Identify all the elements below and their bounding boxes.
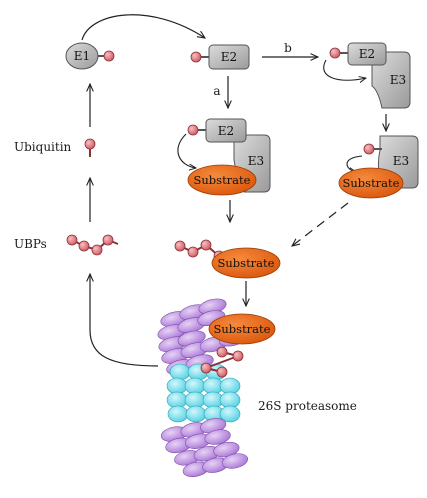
ubiquitin-on-e2-icon — [190, 51, 202, 63]
e3-label-right-top: E3 — [390, 73, 406, 87]
e3-substrate-complex-right: E3 Substrate — [338, 135, 419, 199]
arrow-e1-to-e2 — [81, 14, 205, 41]
free-ubiquitin — [84, 138, 96, 157]
substrate-in-proteasome — [208, 313, 276, 345]
substrate-label-proteasome: Substrate — [214, 322, 271, 336]
substrate-right — [338, 167, 404, 199]
path-b-label: b — [284, 41, 292, 55]
substrate-label-middle: Substrate — [194, 173, 251, 187]
path-a-label: a — [213, 84, 220, 98]
polyubiquitinated-substrate: Substrate — [174, 239, 281, 279]
ubiquitin-label: Ubiquitin — [14, 140, 72, 154]
e2-label-middle: E2 — [218, 124, 234, 138]
e2-enzyme-top: E2 — [190, 44, 250, 70]
ubiquitin-on-e1-icon — [103, 50, 115, 62]
substrate-label-center: Substrate — [218, 256, 275, 270]
proteasome-26s: Substrate — [157, 298, 276, 477]
substrate-middle — [187, 164, 257, 196]
e2-label-top: E2 — [221, 50, 237, 64]
e2-e3-substrate-complex-middle: E3 E2 Substrate — [177, 118, 271, 196]
e3-label-right: E3 — [393, 154, 409, 168]
e2-e3-complex-right: E3 E2 — [323, 42, 411, 109]
e2-label-right: E2 — [359, 47, 375, 61]
arrow-proteasome-to-ubps — [90, 274, 159, 367]
ubiquitin-icon — [84, 138, 96, 150]
substrate-label-right: Substrate — [343, 176, 400, 190]
e3-label-middle: E3 — [248, 154, 264, 168]
e1-label: E1 — [74, 49, 90, 63]
arrow-right-to-center-dashed — [292, 202, 349, 246]
ubiquitin-on-e2-right-icon — [329, 47, 341, 59]
ubps-chain — [66, 234, 119, 256]
substrate-center — [211, 247, 281, 279]
e1-enzyme: E1 — [65, 42, 115, 70]
ubps-label: UBPs — [14, 237, 47, 251]
proteasome-label: 26S proteasome — [258, 399, 357, 413]
